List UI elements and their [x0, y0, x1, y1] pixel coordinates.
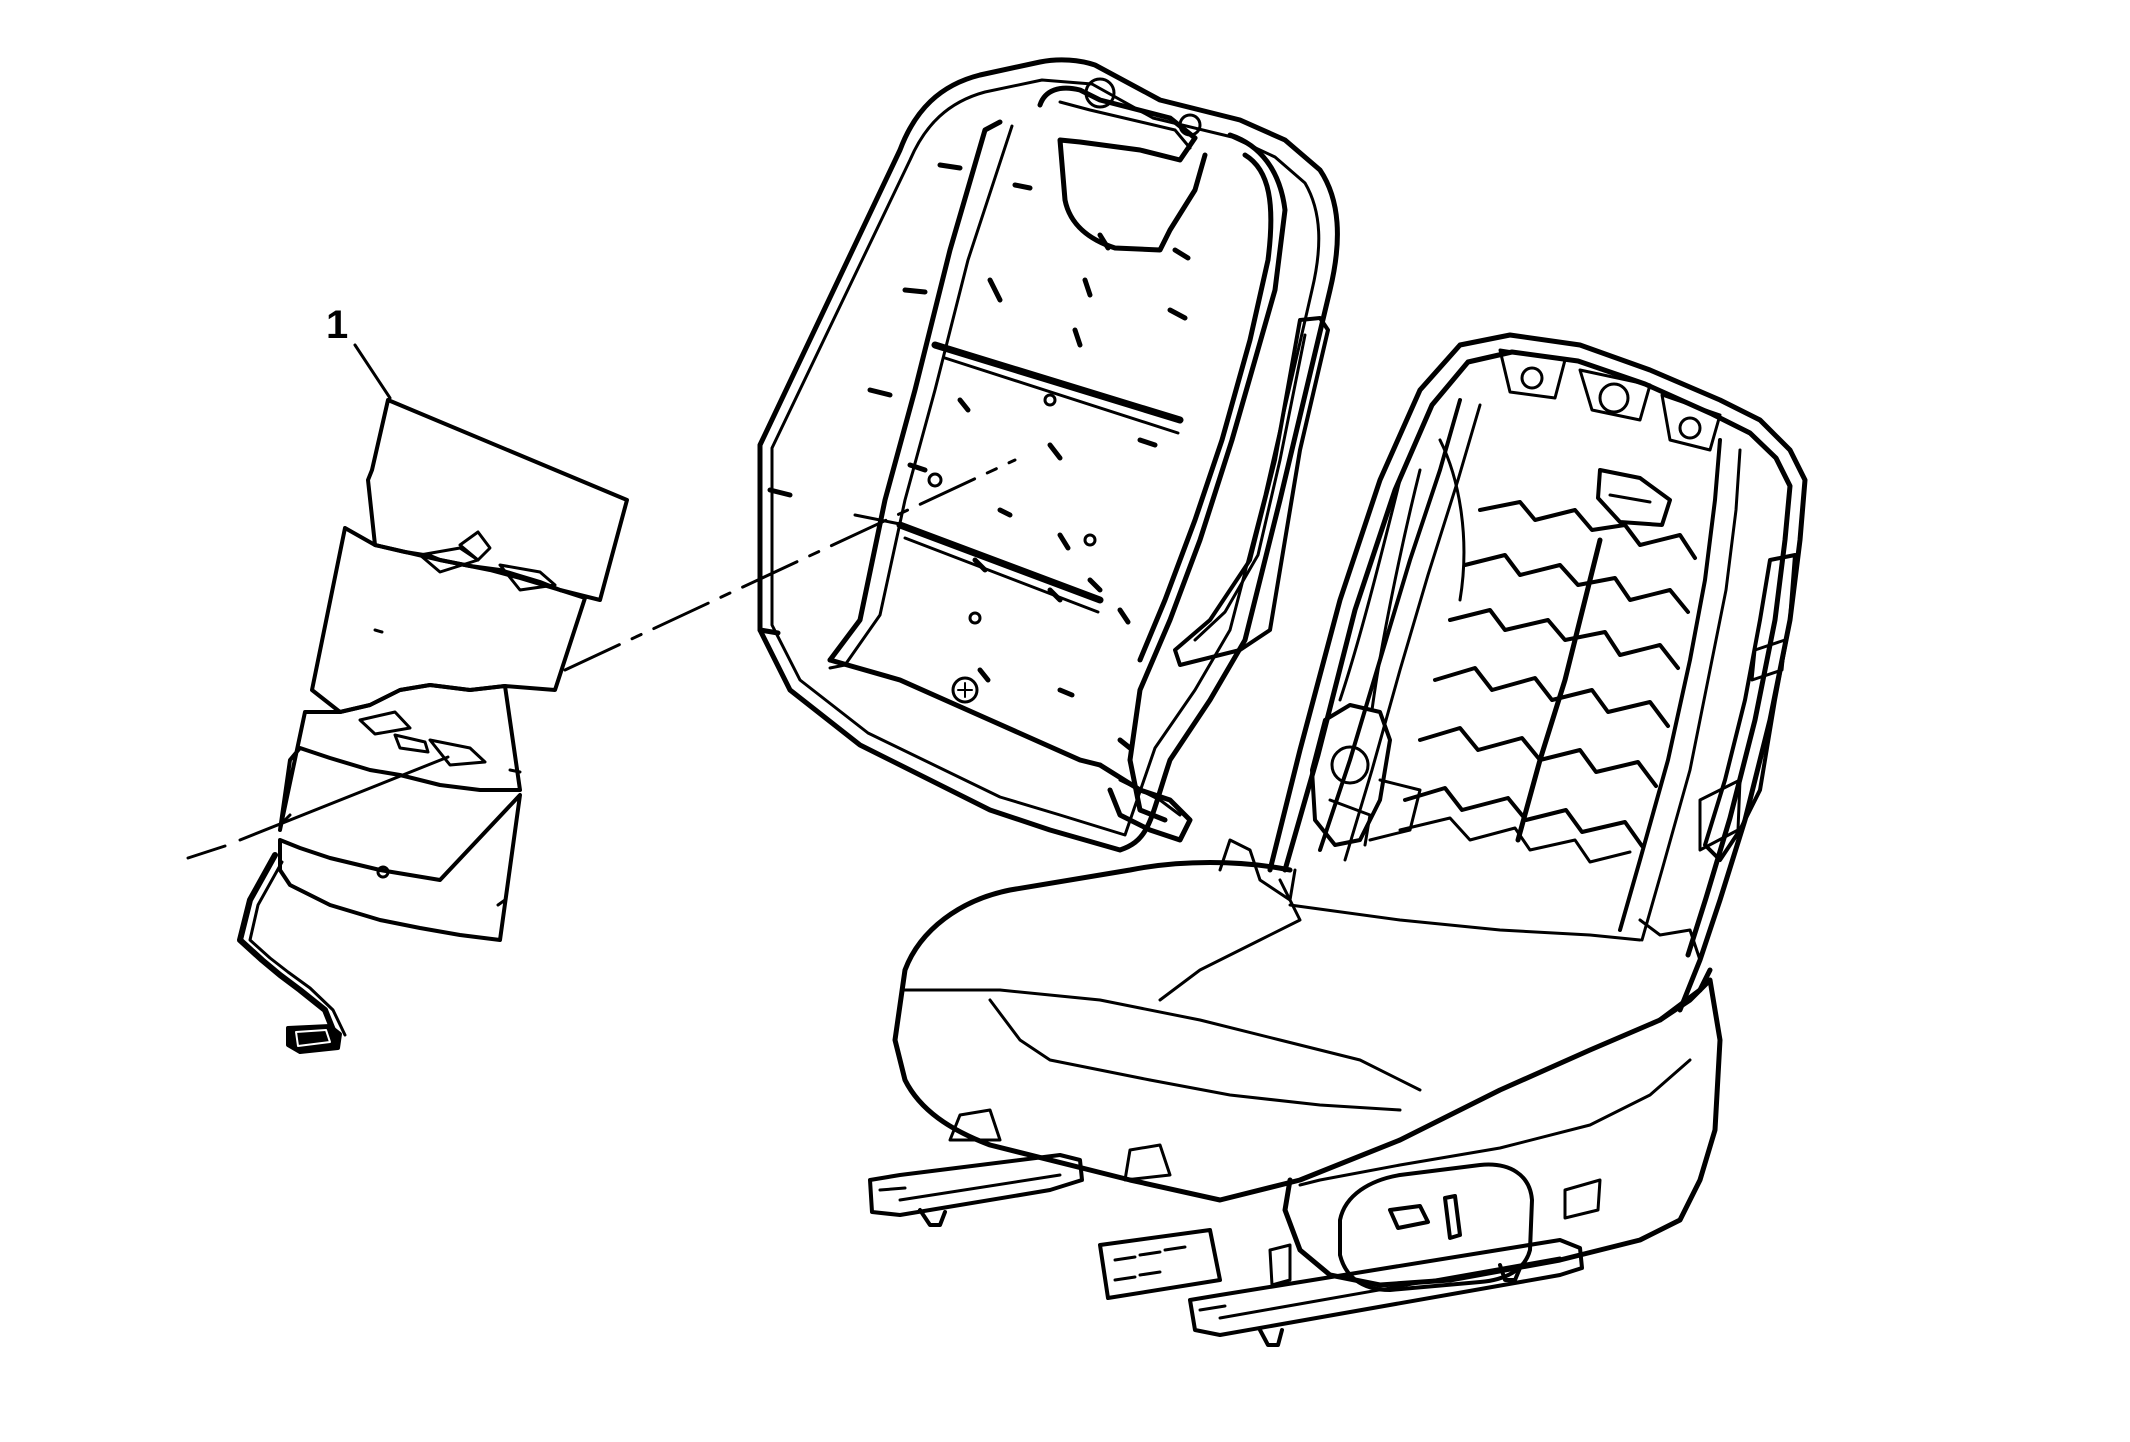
callout-label-1: 1 [326, 303, 349, 347]
seat-back-frame [757, 57, 1340, 853]
callout-leader-line [353, 343, 392, 400]
seat-assembly [868, 332, 1808, 1347]
heater-pad [237, 398, 629, 1054]
installation-path-lines [186, 458, 1017, 860]
